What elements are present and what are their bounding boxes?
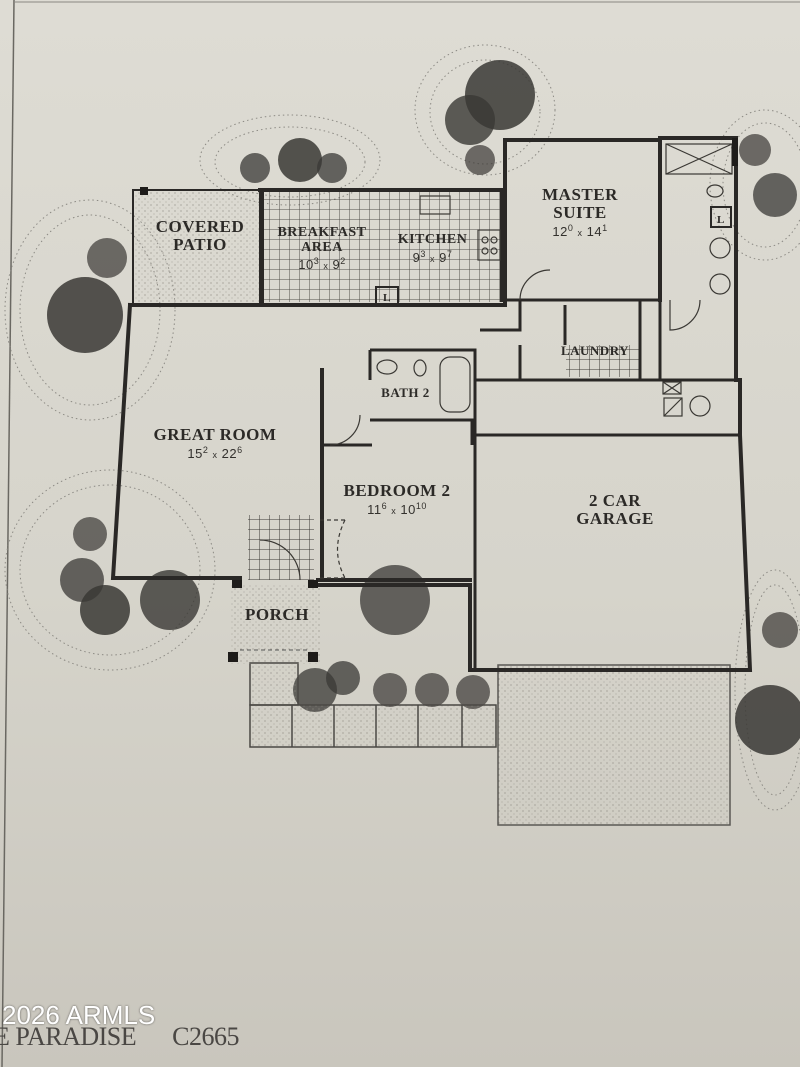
porch-area xyxy=(230,584,320,664)
breakfast-area-label: BREAKFAST AREA 103 x 92 xyxy=(262,225,382,273)
master-suite-label: MASTER SUITE 120 x 141 xyxy=(520,186,640,238)
plan-footer: E PARADISE C2665 xyxy=(0,1022,239,1052)
laundry-tile xyxy=(566,345,641,377)
porch-label: PORCH xyxy=(245,605,309,624)
master-closet-mark: L xyxy=(717,214,724,226)
landscape-halos xyxy=(4,44,800,811)
plan-name: E PARADISE xyxy=(0,1022,137,1051)
garage-label: 2 CAR GARAGE xyxy=(576,491,654,528)
interior-walls xyxy=(322,298,740,670)
driveway xyxy=(497,664,731,826)
kitchen-tile xyxy=(262,190,502,302)
great-room-dimensions: 152 x 226 xyxy=(187,444,243,461)
copyright-watermark: 2026 ARMLS xyxy=(2,1000,156,1030)
entry-tile xyxy=(248,515,314,580)
kitchen-pantry-mark: L xyxy=(383,292,390,304)
breakfast-area-dimensions: 103 x 92 xyxy=(298,256,346,273)
master-suite-dimensions: 120 x 141 xyxy=(552,222,608,239)
page-border xyxy=(1,0,15,1067)
kitchen-label: KITCHEN 93 x 97 xyxy=(385,232,480,265)
laundry-label: LAUNDRY xyxy=(560,343,630,358)
covered-patio-area xyxy=(132,189,261,306)
covered-patio-label: COVERED PATIO xyxy=(155,217,245,254)
exterior-walls xyxy=(110,136,753,672)
kitchen-dimensions: 93 x 97 xyxy=(412,248,453,265)
walkway xyxy=(249,662,497,748)
fixtures xyxy=(259,143,733,581)
great-room-label: GREAT ROOM 152 x 226 xyxy=(125,426,305,461)
bath-2-label: BATH 2 xyxy=(381,385,430,400)
plan-code: C2665 xyxy=(172,1022,239,1051)
shrubs xyxy=(47,60,800,755)
bedroom-2-label: BEDROOM 2 116 x 1010 xyxy=(322,482,472,517)
bedroom-2-dimensions: 116 x 1010 xyxy=(367,500,427,517)
